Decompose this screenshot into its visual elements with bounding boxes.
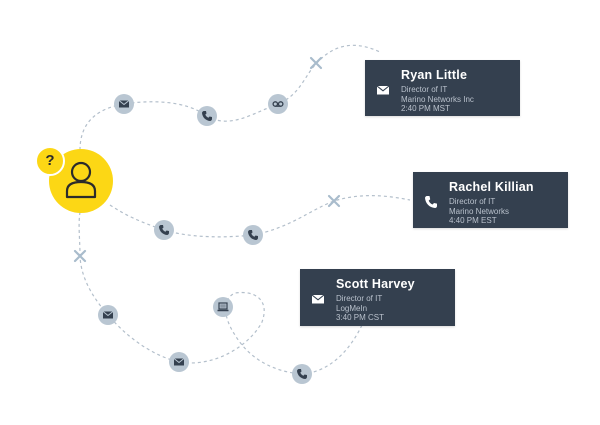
contact-company: Marino Networks Inc: [401, 94, 474, 104]
envelope-icon: [376, 85, 390, 95]
question-badge: ?: [35, 146, 65, 176]
contact-company: Marino Networks: [449, 206, 510, 216]
phone-icon: [159, 225, 169, 235]
laptop-icon: [217, 302, 229, 312]
person-icon: [65, 161, 97, 199]
touchpoint-call: [197, 106, 217, 126]
phone-icon: [297, 369, 307, 379]
phone-icon: [248, 230, 258, 240]
contact-title: Director of IT: [401, 85, 448, 94]
touchpoint-email: [169, 352, 189, 372]
contact-card-ryan-little: Ryan Little Director of IT Marino Networ…: [365, 60, 520, 116]
contact-name: Scott Harvey: [336, 277, 415, 291]
contact-title: Director of IT: [449, 197, 496, 206]
contact-card-rachel-killian: Rachel Killian Director of IT Marino Net…: [413, 172, 568, 228]
touchpoint-call: [243, 225, 263, 245]
contact-card-scott-harvey: Scott Harvey Director of IT LogMeIn 3:40…: [300, 269, 455, 326]
touchpoint-voicemail: [268, 94, 288, 114]
contact-company: LogMeIn: [336, 303, 368, 313]
contact-title: Director of IT: [336, 294, 383, 303]
phone-icon: [425, 196, 437, 208]
touchpoint-email: [114, 94, 134, 114]
x-icon: [327, 194, 341, 208]
touchpoint-web-chat: [213, 297, 233, 317]
path-to-scott: [78, 211, 363, 375]
contact-name: Ryan Little: [401, 68, 468, 82]
envelope-icon: [102, 311, 114, 319]
envelope-icon: [118, 100, 130, 108]
voicemail-icon: [272, 101, 284, 107]
path-to-rachel: [109, 195, 411, 238]
contact-time: 2:40 PM MST: [401, 104, 450, 113]
touchpoint-call: [154, 220, 174, 240]
phone-icon: [202, 111, 212, 121]
touchpoint-call: [292, 364, 312, 384]
x-icon: [73, 249, 87, 263]
touchpoint-email: [98, 305, 118, 325]
contact-name: Rachel Killian: [449, 180, 534, 194]
x-icon: [309, 56, 323, 70]
contact-time: 3:40 PM CST: [336, 313, 385, 322]
contact-time: 4:40 PM EST: [449, 216, 497, 225]
envelope-icon: [311, 294, 325, 304]
envelope-icon: [173, 358, 185, 366]
